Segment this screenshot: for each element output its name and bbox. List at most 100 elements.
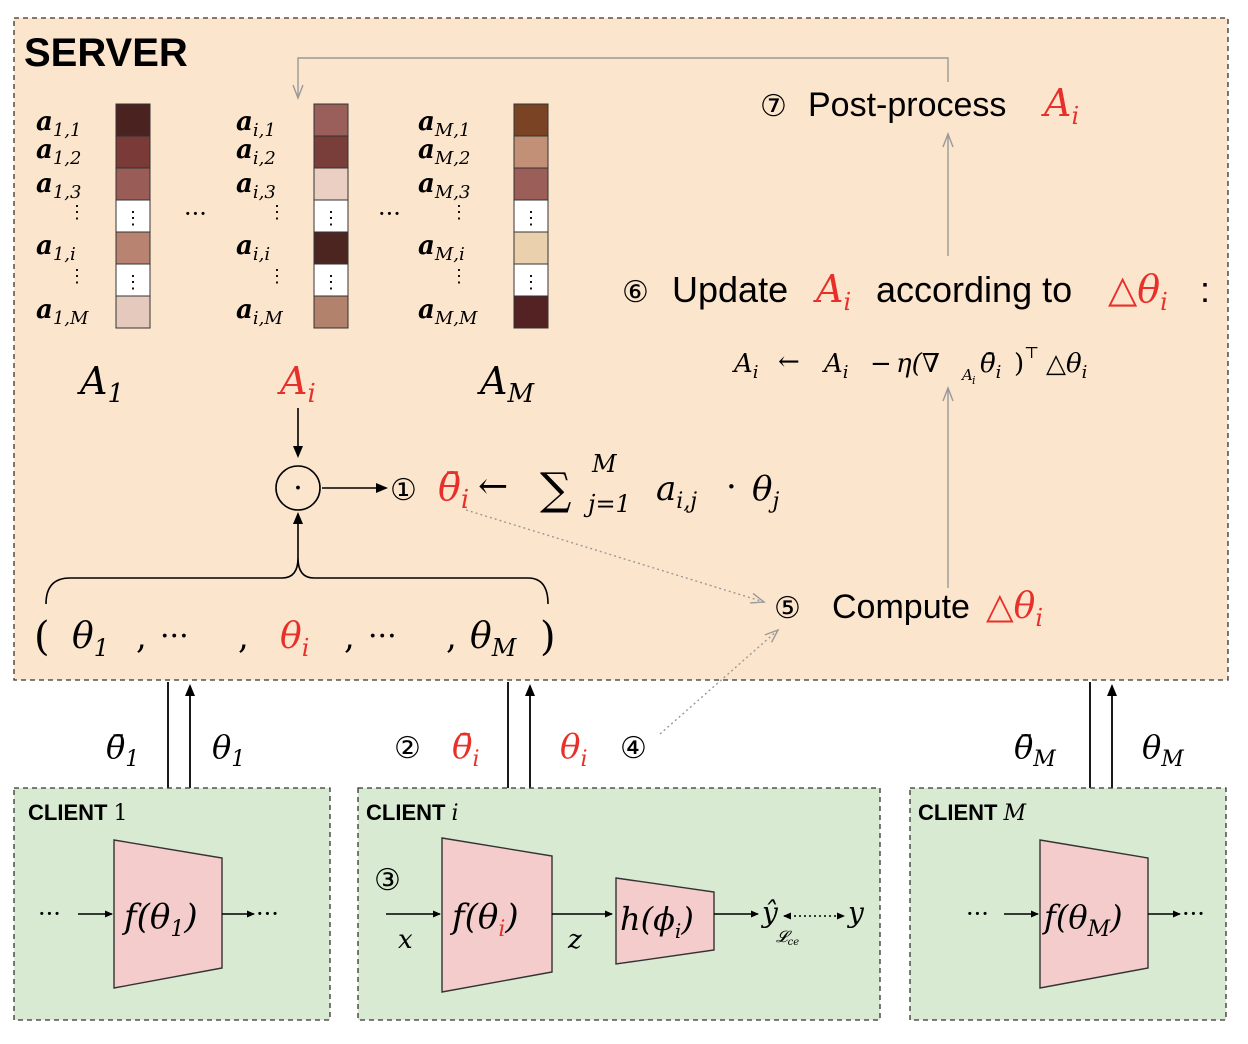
matrix-AM-cell-5 (513, 263, 549, 297)
matrix-Ai-cell-6 (313, 295, 349, 329)
matrix-A1-name: A1 (77, 359, 124, 409)
matrix-AM-cell-3 (513, 199, 549, 233)
matrix-Ai-cell-4 (313, 231, 349, 265)
svg-text:θ1: θ1 (72, 616, 109, 662)
matrix-A1-vdots-3: ⋮ (124, 208, 142, 229)
matrix-Ai-name: Ai (277, 359, 316, 409)
matrix-AM-row-label-3: aM,i (418, 231, 465, 265)
matrix-A1-row-label-3: a1,i (36, 231, 76, 265)
matrix-AM-cell-6 (513, 295, 549, 329)
clientM-model-close: ) (1109, 898, 1122, 936)
clientM-model-sub: M (1087, 917, 1111, 942)
svg-text:h(ϕi): h(ϕi) (620, 900, 694, 943)
client1-model-f: f(θ (121, 897, 170, 937)
clienti-target: y (846, 896, 865, 929)
step5-delta-theta: △θ (986, 586, 1036, 627)
clienti-head-close: ) (680, 900, 693, 938)
tuple-comma-4: , (446, 617, 457, 657)
step7-to-ai-feedback-arrow (292, 57, 949, 100)
product-operator-dot: · (293, 471, 303, 506)
formula-grad-subsub: i (972, 374, 976, 387)
clientM-index: M (1002, 801, 1026, 826)
step1-term-theta: θ (752, 469, 772, 509)
update-formula: Ai ← Ai − η(∇ A i θ̄i ) ⊤ △θi (732, 343, 1087, 387)
clienti-input-x: x (398, 925, 413, 955)
theta-tuple: ( θ1 , ··· , θi , ··· , θM ) (34, 614, 556, 662)
svg-text:θi: θi (280, 616, 309, 662)
step7-text: Post-process (808, 86, 1006, 124)
step6-text-according: according to (876, 269, 1072, 310)
client1-model-sub: 1 (170, 917, 184, 942)
matrix-AM-row-label-1: aM,2 (418, 135, 470, 169)
linki-up-label: θ (560, 727, 580, 767)
matrix-Ai-cell-0 (313, 103, 349, 137)
step1-dot: · (726, 467, 737, 507)
matrix-A1-cell-2 (115, 167, 151, 201)
matrix-AM: ⋮⋮aM,1aM,2aM,3aM,iaM,M⋮⋮AM (418, 103, 549, 409)
server-box (13, 17, 1229, 681)
client1-model-trapezoid (113, 839, 223, 989)
matrix-Ai-row-label-2: ai,3 (236, 169, 276, 203)
svg-text:θ̄1: θ̄1 (106, 728, 139, 772)
step1-sum: ∑ (540, 464, 571, 515)
tuple-comma-2: , (238, 617, 249, 657)
matrix-Ai-row-label-0: ai,1 (236, 107, 276, 141)
formula-transpose: ⊤ (1024, 343, 1039, 362)
step5-compute-delta: ⑤ Compute △θi (774, 586, 1043, 632)
step6-delta-theta: △θ (1108, 267, 1160, 311)
linki-down-label: θ̄ (452, 727, 472, 767)
matrix-AM-row-label-4: aM,M (418, 295, 478, 329)
step6-a: A (813, 267, 843, 311)
step2-number: ② (394, 732, 421, 765)
clienti-head-h: h(ϕ (620, 900, 675, 938)
matrix-A1-cell-6 (115, 295, 151, 329)
matrix-A1-cell-5 (115, 263, 151, 297)
formula-grad-sub: A (960, 366, 973, 384)
matrix-A1-row-label-2: a1,3 (36, 169, 82, 203)
step3-number: ③ (374, 864, 401, 897)
matrix-Ai-row-label-3: ai,i (236, 231, 270, 265)
svg-text:△θi: △θi (1046, 349, 1087, 383)
linkM-up-label: θ (1142, 728, 1161, 766)
matrix-ellipsis-left: ··· (184, 200, 207, 228)
linkM-down-sub: M (1032, 747, 1056, 772)
step4-number: ④ (620, 732, 647, 765)
clienti-label: CLIENT (366, 800, 446, 825)
matrix-AM-row-label-2: aM,3 (418, 169, 470, 203)
clienti-model-f: f(θ (449, 897, 498, 937)
svg-text:△θi: △θi (1108, 267, 1168, 316)
svg-text:θ̄i: θ̄i (452, 727, 480, 772)
matrix-AM-label-vdots-0: ⋮ (450, 202, 468, 223)
matrix-Ai-cell-2 (313, 167, 349, 201)
matrix-AM-row-label-0: aM,1 (418, 107, 470, 141)
matrix-Ai-vdots-5: ⋮ (322, 272, 340, 293)
matrix-A1-cell-0 (115, 103, 151, 137)
matrix-A1-cell-1 (115, 135, 151, 169)
matrix-ellipsis-right: ··· (378, 200, 401, 228)
clienti-model-trapezoid (441, 837, 553, 993)
matrix-Ai-row-label-4: ai,M (236, 295, 283, 329)
svg-text:θ1: θ1 (212, 728, 245, 772)
server-title: SERVER (24, 31, 188, 75)
svg-text:θ̄M: θ̄M (1014, 728, 1056, 772)
link1-up-label: θ (212, 728, 231, 766)
step1-theta-bar: θ̄ (438, 465, 461, 509)
link-client-i: ② θ̄i θi ④ (394, 682, 647, 854)
step5-number: ⑤ (774, 592, 801, 625)
step7-a-sub: i (1071, 102, 1079, 130)
formula-delta: △θ (1046, 349, 1082, 379)
svg-text:△θi: △θi (986, 586, 1043, 632)
tuple-theta-M-sub: M (491, 634, 518, 662)
clienti-model-sub: i (498, 917, 505, 942)
step4-to-step5-dotted (659, 628, 780, 735)
matrix-Ai: ⋮⋮ai,1ai,2ai,3ai,iai,M⋮⋮Ai (236, 103, 349, 409)
matrix-AM-cell-4 (513, 231, 549, 265)
step1-term-a: a (656, 469, 676, 509)
attention-matrices: ⋮⋮a1,1a1,2a1,3a1,ia1,M⋮⋮A1⋮⋮ai,1ai,2ai,3… (36, 103, 549, 409)
step6-colon: : (1200, 269, 1210, 310)
clientM-model-f: f(θ (1042, 898, 1088, 936)
